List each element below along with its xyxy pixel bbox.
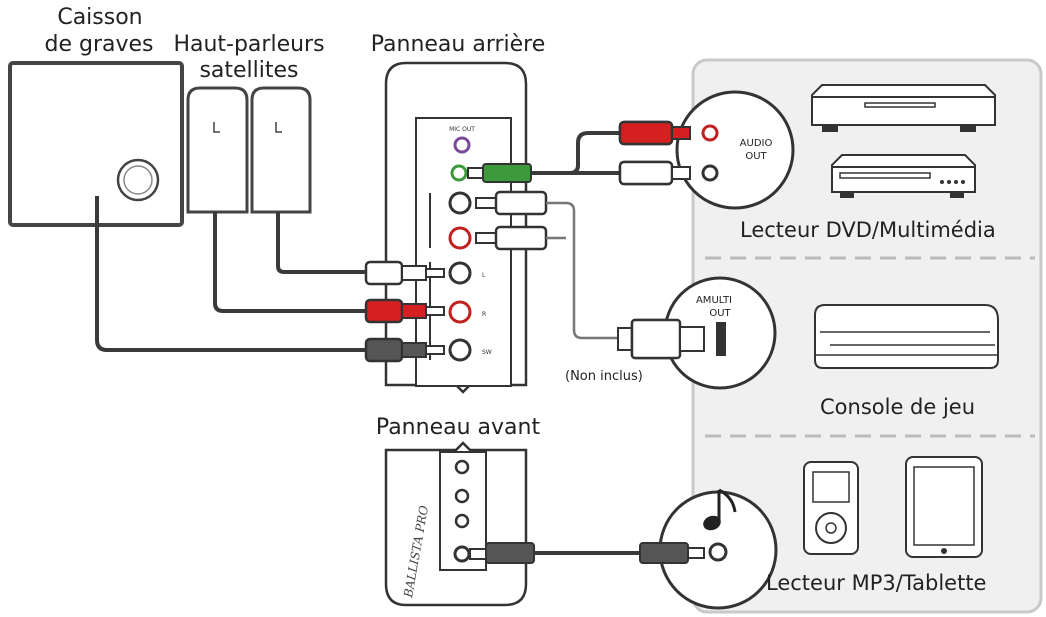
tablet-icon <box>905 456 983 558</box>
aux-plugs <box>475 190 620 340</box>
subwoofer-label-line2: de graves <box>44 32 154 57</box>
multi-out-label-line1: AMULTI <box>695 295 733 306</box>
console-label: Console de jeu <box>820 395 976 419</box>
rear-panel-label: Panneau arrière <box>370 32 546 57</box>
svg-text:SW: SW <box>482 349 492 356</box>
multi-out-label-line2: OUT <box>709 308 731 319</box>
media-player-icon <box>831 154 976 198</box>
satellites-label-line1: Haut-parleurs <box>173 32 325 57</box>
green-jack-plug <box>467 131 620 183</box>
dvd-label: Lecteur DVD/Multimédia <box>740 218 996 242</box>
rca-plug-red <box>364 298 445 324</box>
rca-plug-dark <box>364 337 445 363</box>
svg-text:MIC OUT: MIC OUT <box>449 126 475 133</box>
aux-in-cable <box>469 542 705 564</box>
mp3-player-icon <box>803 461 859 555</box>
subwoofer-icon <box>8 61 184 227</box>
audio-out-label-line1: AUDIO <box>739 138 773 149</box>
speaker-cables <box>95 196 370 352</box>
satellite-speaker-left-icon <box>186 86 249 214</box>
front-panel-icon: BALLISTA PRO <box>384 441 528 607</box>
satellites-label-line2: satellites <box>199 58 299 83</box>
subwoofer-label-line1: Caisson <box>57 5 143 30</box>
game-console-icon <box>814 304 999 369</box>
satellite-speaker-right-icon <box>250 86 312 214</box>
audio-out-port-callout <box>675 90 795 210</box>
not-included-label: (Non inclus) <box>565 369 643 384</box>
front-panel-label: Panneau avant <box>375 415 541 440</box>
svg-text:L: L <box>482 272 486 279</box>
svg-text:R: R <box>482 311 486 318</box>
mp3-label: Lecteur MP3/Tablette <box>766 571 987 595</box>
audio-out-label-line2: OUT <box>745 151 767 162</box>
music-note-icon <box>703 488 737 531</box>
rca-plug-white <box>364 260 445 286</box>
dvd-player-icon <box>811 84 996 132</box>
